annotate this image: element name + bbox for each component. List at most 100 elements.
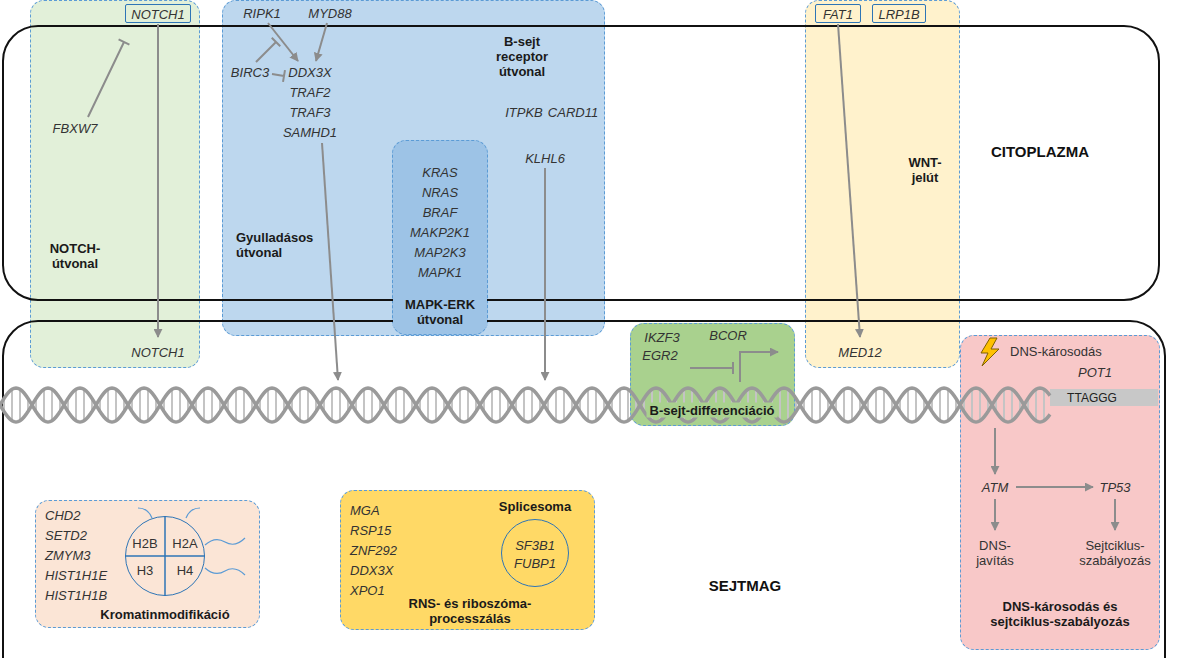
pathway-box: MGARSP15ZNF292DDX3XXPO1RNS- és riboszóma… [340, 490, 595, 630]
helix-rung [427, 389, 429, 420]
pathway-box: DNS-károsodásPOT1ATMTP53DNS- javításSejt… [960, 335, 1160, 650]
helix-rung [619, 389, 621, 420]
lightning-bolt [981, 338, 999, 366]
pathway-box: CHD2SETD2ZMYM3HIST1H1EHIST1H1BKromatinmo… [35, 500, 260, 628]
compartment-region: SEJTMAGBCORIKZF3EGR2B-sejt-differenciáci… [2, 320, 1166, 658]
helix-rung [27, 398, 29, 411]
helix-rung [979, 389, 981, 420]
histone-divider [125, 555, 205, 557]
compartment-label: CITOPLAZMA [991, 143, 1089, 161]
helix-rung [323, 398, 325, 411]
gene-label: MYD88 [308, 6, 351, 21]
helix-rung [227, 398, 229, 411]
helix-rung [267, 389, 269, 420]
helix-rung [547, 398, 549, 411]
gene-label: IKZF3 [644, 330, 679, 345]
inhibition-line [256, 38, 280, 62]
helix-rung [259, 398, 261, 411]
gene-label: TRAF3 [289, 105, 330, 120]
helix-rung [19, 389, 21, 420]
gene-label: HIST1H1B [45, 588, 107, 603]
helix-rung [971, 389, 973, 420]
helix-rung [763, 398, 765, 411]
helix-rung [387, 398, 389, 411]
helix-rung [555, 389, 557, 420]
histone-circle: H2BH2AH3H4 [125, 516, 205, 596]
helix-rung [235, 389, 237, 420]
gene-label: BRAF [423, 205, 458, 220]
helix-rung [419, 398, 421, 411]
gene-label: XPO1 [350, 583, 385, 598]
helix-rung [803, 398, 805, 411]
histone-tail [186, 508, 200, 518]
helix-rung [171, 389, 173, 420]
helix-rung [691, 389, 693, 420]
helix-rung [1003, 389, 1005, 420]
gene-label: CHD2 [45, 508, 80, 523]
helix-rung [251, 398, 253, 411]
gene-label: RIPK1 [243, 6, 281, 21]
helix-rung [195, 398, 197, 411]
helix-rung [571, 398, 573, 411]
helix-rung [187, 398, 189, 411]
pathway-box: WNT- jelútMED12FAT1LRP1B [805, 0, 960, 368]
histone-tail [205, 538, 245, 545]
helix-rung [915, 389, 917, 420]
helix-rung [859, 398, 861, 411]
helix-strand [0, 388, 1050, 422]
helix-rung [347, 398, 349, 411]
helix-rung [699, 398, 701, 411]
helix-rung [147, 389, 149, 420]
helix-rung [315, 398, 317, 411]
helix-rung [107, 389, 109, 420]
helix-rung [939, 389, 941, 420]
helix-rung [787, 389, 789, 420]
activation-arrow [740, 352, 778, 382]
gene-label: NOTCH1 [131, 345, 184, 360]
helix-rung [1011, 389, 1013, 420]
helix-rung [835, 398, 837, 411]
gene-label: NRAS [422, 185, 458, 200]
helix-rung [955, 398, 957, 411]
gene-label: LRP1B [878, 6, 919, 21]
activation-arrow [838, 24, 860, 337]
pathway-heading: Splicesoma [499, 499, 571, 514]
helix-rung [451, 398, 453, 411]
pathway-heading: B-sejt receptor útvonal [489, 34, 555, 79]
gene-label: MAPK1 [418, 265, 462, 280]
gene-label: DDX3X [288, 65, 331, 80]
helix-rung [219, 398, 221, 411]
process-label: H3 [137, 563, 154, 578]
helix-rung [819, 389, 821, 420]
process-label: H4 [177, 563, 194, 578]
gene-label: DDX3X [350, 563, 393, 578]
helix-rung [627, 389, 629, 420]
gene-label: KRAS [422, 165, 457, 180]
compartment-label: SEJTMAG [709, 577, 782, 595]
helix-rung [587, 389, 589, 420]
helix-rung [675, 398, 677, 411]
helix-rung [435, 389, 437, 420]
process-label: H2A [172, 536, 197, 551]
helix-rung [163, 398, 165, 411]
helix-rung [899, 398, 901, 411]
telomere-band: TTAGGG [1050, 389, 1158, 406]
helix-rung [355, 398, 357, 411]
helix-rung [483, 398, 485, 411]
helix-rung [523, 389, 525, 420]
helix-rung [707, 398, 709, 411]
helix-rung [35, 398, 37, 411]
helix-rung [1019, 398, 1021, 411]
helix-rung [99, 398, 101, 411]
helix-rung [931, 398, 933, 411]
histone-tail [205, 568, 245, 575]
helix-rung [411, 398, 413, 411]
helix-rung [75, 389, 77, 420]
activation-arrow [268, 23, 298, 61]
pathway-heading: NOTCH- útvonal [44, 241, 106, 271]
gene-label: ZMYM3 [45, 548, 91, 563]
helix-rung [747, 389, 749, 420]
helix-rung [659, 389, 661, 420]
helix-rung [875, 389, 877, 420]
